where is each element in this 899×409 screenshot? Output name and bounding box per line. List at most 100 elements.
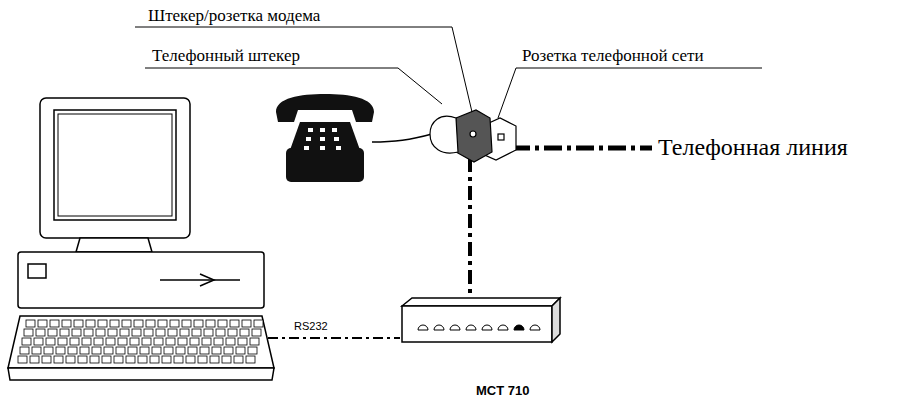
key	[224, 347, 233, 354]
key	[90, 356, 99, 363]
key	[222, 356, 231, 363]
key	[36, 329, 45, 336]
key	[114, 356, 123, 363]
key	[216, 329, 225, 336]
key	[18, 356, 27, 363]
key	[240, 329, 249, 336]
key	[78, 356, 87, 363]
key	[130, 338, 139, 345]
key	[182, 320, 191, 327]
key	[26, 320, 35, 327]
key	[118, 338, 127, 345]
key	[248, 347, 257, 354]
indicator	[418, 325, 428, 330]
key	[62, 320, 71, 327]
key	[176, 347, 185, 354]
key	[66, 356, 75, 363]
key	[32, 347, 41, 354]
indicator	[434, 325, 444, 330]
key	[238, 338, 247, 345]
key	[156, 329, 165, 336]
key	[254, 320, 263, 327]
indicator	[482, 325, 492, 330]
key	[24, 329, 33, 336]
key	[246, 356, 255, 363]
keyboard-keys	[18, 320, 263, 363]
key	[236, 347, 245, 354]
key	[190, 338, 199, 345]
key	[70, 338, 79, 345]
key	[38, 320, 47, 327]
key	[168, 329, 177, 336]
key	[120, 329, 129, 336]
key	[214, 338, 223, 345]
key	[170, 320, 179, 327]
key	[198, 356, 207, 363]
key	[98, 320, 107, 327]
key	[242, 320, 251, 327]
key	[128, 347, 137, 354]
key	[20, 347, 29, 354]
key	[72, 329, 81, 336]
key	[96, 329, 105, 336]
key	[140, 347, 149, 354]
key	[48, 329, 57, 336]
key	[192, 329, 201, 336]
key	[174, 356, 183, 363]
key	[106, 338, 115, 345]
callout-label: Розетка телефонной сети	[520, 46, 706, 66]
key	[44, 347, 53, 354]
key	[218, 320, 227, 327]
key	[22, 338, 31, 345]
key	[94, 338, 103, 345]
key	[186, 356, 195, 363]
key	[138, 356, 147, 363]
key	[82, 338, 91, 345]
key	[230, 320, 239, 327]
key	[104, 347, 113, 354]
key	[150, 356, 159, 363]
key	[212, 347, 221, 354]
key	[164, 347, 173, 354]
device-name: MCT 710	[474, 384, 531, 399]
key	[210, 356, 219, 363]
indicator	[530, 325, 540, 330]
key	[134, 320, 143, 327]
key	[46, 338, 55, 345]
callout-label: Телефонный штекер	[150, 46, 302, 66]
key	[116, 347, 125, 354]
key	[92, 347, 101, 354]
key	[194, 320, 203, 327]
key	[202, 338, 211, 345]
key	[108, 329, 117, 336]
key	[226, 338, 235, 345]
key	[200, 347, 209, 354]
key	[228, 329, 237, 336]
key	[110, 320, 119, 327]
key	[126, 356, 135, 363]
key	[122, 320, 131, 327]
indicator	[498, 325, 508, 330]
key	[50, 320, 59, 327]
indicator	[466, 325, 476, 330]
key	[142, 338, 151, 345]
key	[178, 338, 187, 345]
callout-label: Штекер/розетка модема	[146, 6, 322, 26]
key	[58, 338, 67, 345]
line-label: Телефонная линия	[656, 134, 850, 162]
key	[252, 329, 261, 336]
key	[34, 338, 43, 345]
key	[56, 347, 65, 354]
telephone-icon	[276, 94, 374, 182]
key	[144, 329, 153, 336]
key	[132, 329, 141, 336]
key	[54, 356, 63, 363]
modem-icon	[402, 298, 560, 342]
indicator	[514, 325, 524, 330]
key	[86, 320, 95, 327]
indicator	[450, 325, 460, 330]
leader-lines	[135, 27, 762, 118]
key	[84, 329, 93, 336]
